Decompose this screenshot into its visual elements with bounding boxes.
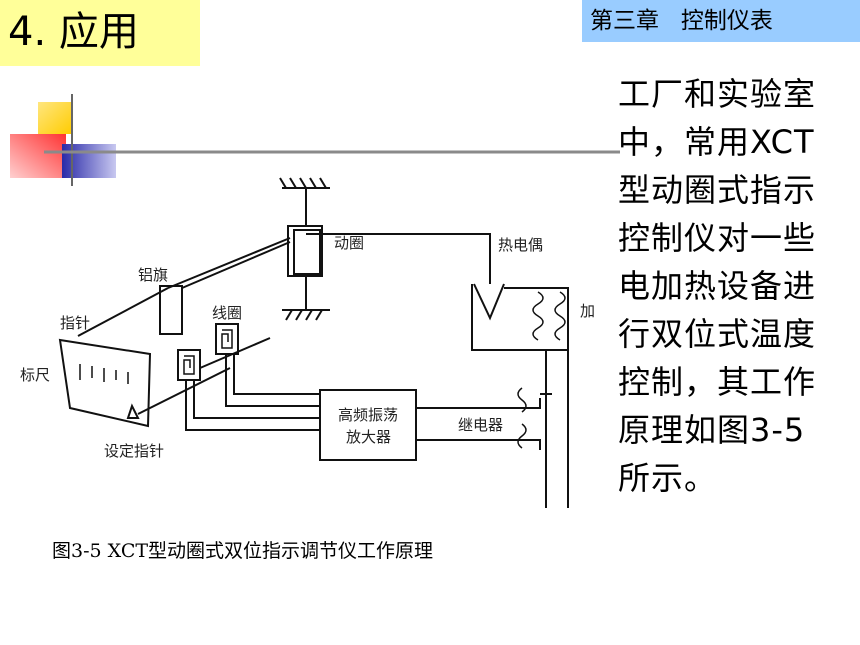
body-paragraph: 工厂和实验室中，常用XCT型动圈式指示控制仪对一些电加热设备进行双位式温度控制，… [618, 75, 817, 497]
label-set-pointer: 设定指针 [104, 442, 164, 460]
decorative-accent [10, 94, 620, 186]
label-coil: 线圈 [212, 304, 242, 322]
label-amplifier-line2: 放大器 [346, 428, 391, 446]
deco-yellow-square [38, 102, 72, 134]
label-thermocouple: 热电偶 [498, 236, 543, 254]
heater-element-right [554, 291, 566, 341]
xct-controller-diagram: 动圈 热电偶 铝旗 线圈 指针 标尺 设定指针 高频振荡 放大器 继电器 加 [20, 177, 595, 508]
chapter-banner: 第三章 控制仪表 [582, 0, 860, 42]
sensing-coil-left [177, 349, 201, 381]
title-banner: 4. 应用 [0, 0, 200, 66]
label-heater-fragment: 加 [580, 302, 595, 320]
set-pointer [126, 403, 140, 419]
heater-element [532, 291, 544, 341]
sensing-coil-right [215, 323, 239, 355]
label-aluminum-flag: 铝旗 [138, 266, 168, 284]
label-moving-coil: 动圈 [334, 234, 364, 252]
aluminum-flag [159, 285, 183, 335]
label-relay: 继电器 [458, 416, 503, 434]
slide-title: 4. 应用 [8, 9, 139, 55]
bottom-ground-symbol [282, 309, 330, 321]
label-scale: 标尺 [20, 366, 50, 384]
chapter-label: 第三章 控制仪表 [590, 8, 773, 34]
figure-caption: 图3-5 XCT型动圈式双位指示调节仪工作原理 [52, 540, 434, 562]
thermocouple [473, 283, 505, 321]
deco-red-square [10, 134, 66, 178]
top-ground-symbol [279, 177, 330, 189]
amplifier-box [319, 389, 417, 461]
label-amplifier-line1: 高频振荡 [338, 406, 398, 424]
scale [58, 338, 152, 428]
label-pointer: 指针 [60, 314, 90, 332]
